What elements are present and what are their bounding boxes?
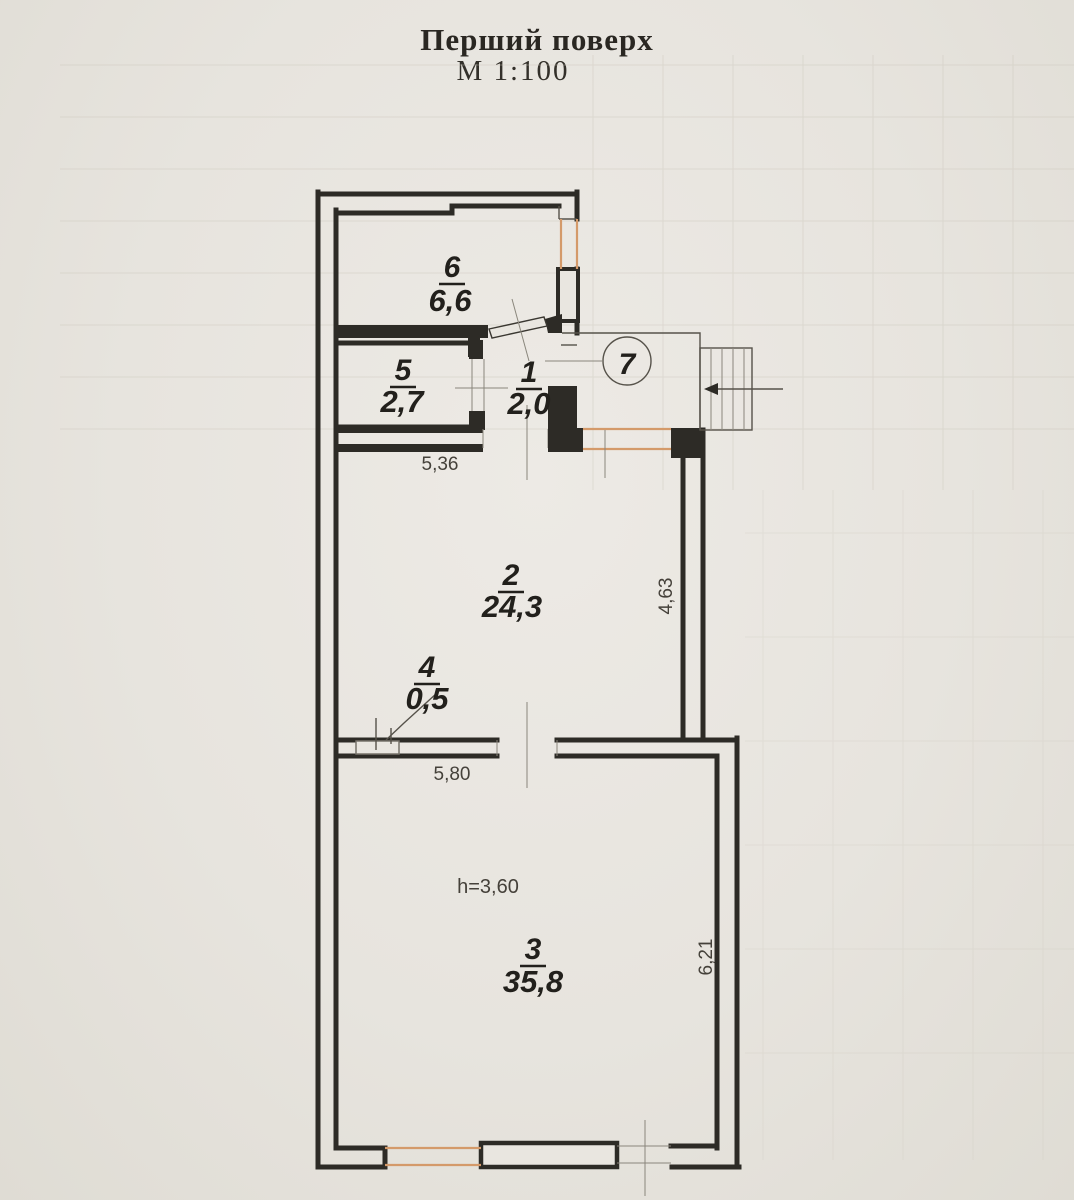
door-jambs-5-1 bbox=[471, 359, 485, 411]
dim-room2-depth: 4,63 bbox=[656, 578, 677, 615]
wall-pier bbox=[548, 428, 583, 452]
window-markings bbox=[385, 219, 671, 1167]
room-labels: 6 6,6 5 2,7 1 2,0 2 24,3 4 0,5 3 35,8 7 bbox=[379, 251, 636, 999]
room5-number: 5 bbox=[395, 354, 413, 387]
outer-walls bbox=[315, 189, 742, 1170]
room2-area: 24,3 bbox=[481, 589, 542, 624]
window-room6 bbox=[559, 219, 579, 269]
wall-pier-right-upper bbox=[556, 267, 580, 323]
dimension-labels: 5,36 4,63 5,80 6,21 h=3,60 bbox=[422, 454, 717, 975]
wall-corner-block bbox=[671, 428, 705, 458]
leader-room4 bbox=[385, 692, 438, 741]
room4-area: 0,5 bbox=[405, 681, 449, 716]
entry-arrow-head bbox=[704, 383, 718, 395]
inner-walls bbox=[333, 203, 720, 1170]
page-title: Перший поверх bbox=[420, 22, 654, 57]
door-leaf-tilted bbox=[488, 316, 548, 339]
scale-label: М 1:100 bbox=[456, 55, 570, 87]
room6-number: 6 bbox=[444, 251, 461, 284]
wall-pier-5-1 bbox=[469, 340, 483, 359]
wall-pier-room1 bbox=[548, 386, 577, 432]
room7-number: 7 bbox=[619, 348, 637, 381]
room6-area: 6,6 bbox=[428, 283, 472, 318]
room-partitions bbox=[333, 314, 720, 1170]
doorway-jambs-2-3 bbox=[496, 740, 558, 756]
wall-top-inner-notched bbox=[333, 203, 562, 216]
room3-area: 35,8 bbox=[503, 964, 564, 999]
door-axis-diagonal bbox=[511, 298, 530, 362]
wall-room6-bottom bbox=[336, 325, 488, 338]
room5-area: 2,7 bbox=[379, 384, 425, 419]
doorway-jambs-1-2 bbox=[482, 429, 549, 448]
ceiling-height-note: h=3,60 bbox=[457, 876, 519, 898]
niche-room4 bbox=[355, 740, 400, 755]
room3-number: 3 bbox=[525, 933, 542, 966]
porch-and-stairs bbox=[545, 332, 783, 431]
wall-pier-bottom bbox=[478, 1140, 620, 1170]
room7-circle bbox=[602, 336, 652, 386]
room2-number: 2 bbox=[502, 559, 520, 592]
window-under-porch bbox=[583, 427, 671, 451]
wall-band-upper bbox=[336, 425, 483, 433]
wall-band-lower bbox=[336, 444, 483, 452]
window-room3-left bbox=[385, 1146, 481, 1167]
dim-room3-depth: 6,21 bbox=[696, 939, 717, 976]
wall-corner-piece bbox=[545, 314, 562, 333]
room4-number: 4 bbox=[418, 651, 436, 684]
dim-room2-width: 5,36 bbox=[422, 454, 459, 475]
room1-area: 2,0 bbox=[506, 386, 550, 421]
faint-grid-lower bbox=[745, 490, 1074, 1160]
dim-room3-width: 5,80 bbox=[434, 764, 471, 785]
window-opening-bottom-right bbox=[617, 1145, 671, 1164]
room1-number: 1 bbox=[521, 356, 538, 389]
doors-and-axes bbox=[455, 298, 646, 1196]
